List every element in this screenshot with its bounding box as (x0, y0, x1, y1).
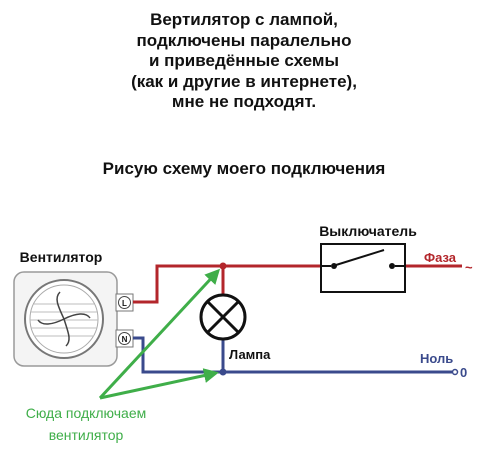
title-block: Вертилятор с лампой, подключены паралель… (0, 10, 488, 113)
fan-blades-icon (37, 291, 91, 347)
phase-symbol: ~ (465, 260, 473, 275)
phase-label: Фаза (424, 250, 457, 265)
note-line-1: Сюда подключаем (26, 405, 147, 421)
subtitle: Рисую схему моего подключения (102, 159, 386, 178)
terminal-n-label: N (122, 335, 128, 344)
lamp-label: Лампа (229, 347, 271, 362)
green-arrows (98, 268, 221, 400)
arrow-to-neutral (99, 368, 219, 400)
neutral-symbol: 0 (460, 365, 467, 380)
arrow-to-phase (98, 268, 221, 400)
neutral-label: Ноль (420, 351, 453, 366)
switch-icon (320, 243, 406, 293)
neutral-wire (133, 336, 452, 374)
title-line: подключены паралельно (136, 30, 352, 50)
title-line: (как и другие в интернете), (131, 71, 357, 91)
phase-wire (133, 264, 462, 304)
terminal-l: L (115, 293, 134, 312)
switch-label: Выключатель (319, 223, 417, 239)
fan-unit (13, 271, 118, 367)
title-line: Вертилятор с лампой, (150, 10, 338, 29)
fan-label: Вентилятор (20, 249, 103, 265)
lamp-icon (199, 293, 247, 341)
title-line: и приведённые схемы (148, 51, 340, 70)
terminal-l-label: L (122, 299, 127, 308)
title-line: мне не подходят. (171, 92, 317, 111)
terminal-n: N (115, 329, 134, 348)
note-line-2: вентилятор (49, 427, 124, 443)
phase-junction (219, 262, 227, 270)
neutral-junction (219, 368, 227, 376)
